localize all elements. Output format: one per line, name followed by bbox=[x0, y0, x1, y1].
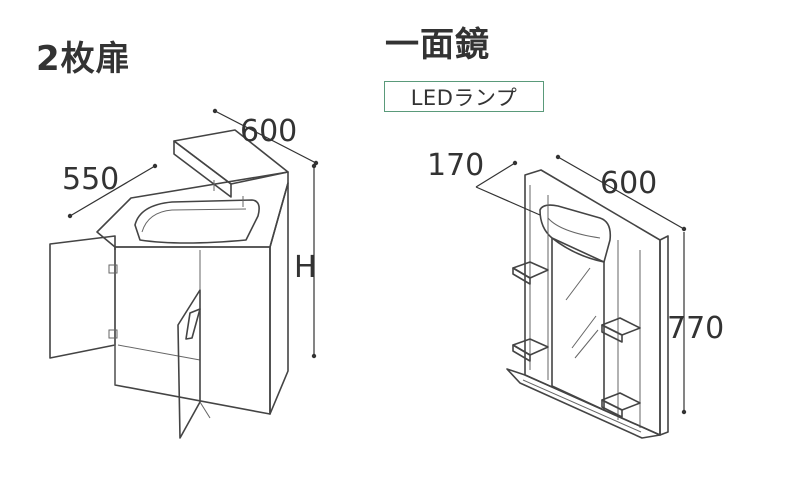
dim-dot bbox=[212, 108, 218, 114]
mirror-title: 一面鏡 bbox=[385, 25, 490, 65]
left-shelf-upper-front bbox=[512, 267, 531, 285]
dim-dot bbox=[311, 163, 317, 169]
dim-dot bbox=[67, 213, 73, 219]
bottom-tray-edge bbox=[522, 379, 642, 433]
sink-basin-inner bbox=[141, 208, 247, 233]
cabinet-front bbox=[114, 246, 271, 415]
hinge-bottom bbox=[108, 329, 118, 339]
dim-mirror-width: 600 bbox=[600, 166, 657, 201]
dim-mirror-height: 770 bbox=[667, 311, 724, 346]
door-handle bbox=[185, 308, 201, 340]
right-door bbox=[177, 289, 201, 439]
dim-mirror-depth: 170 bbox=[427, 148, 484, 183]
dim-dot bbox=[681, 226, 687, 232]
mirror-reflection bbox=[571, 315, 597, 349]
mirror-glass bbox=[551, 237, 605, 411]
dim-line-depth bbox=[69, 165, 156, 217]
sink-basin bbox=[134, 199, 260, 244]
hinge-top bbox=[108, 264, 118, 274]
dim-dot bbox=[555, 154, 561, 160]
right-door-edge bbox=[199, 401, 211, 419]
dim-dot bbox=[152, 163, 158, 169]
left-door bbox=[49, 235, 116, 359]
dim-line-width bbox=[214, 110, 317, 164]
led-lamp-lens bbox=[547, 217, 601, 239]
dim-dot bbox=[512, 160, 518, 166]
mirror-reflection bbox=[574, 329, 599, 359]
right-shelf-upper-front bbox=[601, 324, 623, 343]
left-shelf-lower-front bbox=[512, 344, 531, 362]
bottom-tray bbox=[506, 368, 661, 439]
dim-vanity-width: 600 bbox=[240, 114, 297, 149]
mirror-reflection bbox=[565, 267, 591, 301]
dim-vanity-height: H bbox=[294, 250, 317, 285]
right-shelf-lower bbox=[601, 392, 641, 411]
vanity-title: 2枚扉 bbox=[36, 39, 131, 79]
dim-line-mirror-width bbox=[557, 156, 685, 230]
right-shelf-upper bbox=[601, 317, 641, 336]
dim-dot bbox=[311, 353, 317, 359]
dim-leader-mirror-depth bbox=[475, 186, 541, 216]
dim-line-mirror-depth bbox=[475, 162, 516, 188]
cabinet-shelf bbox=[117, 344, 201, 361]
right-shelf-lower-front bbox=[601, 399, 623, 418]
led-lamp-badge: LEDランプ bbox=[384, 81, 544, 112]
backsplash-front bbox=[173, 140, 232, 198]
dim-dot bbox=[681, 409, 687, 415]
led-lamp bbox=[539, 204, 612, 263]
mirror-drawing: 170 600 770 bbox=[427, 148, 724, 439]
dim-vanity-depth: 550 bbox=[62, 162, 119, 197]
mirror-frame-side bbox=[659, 235, 669, 436]
vanity-drawing: 600 550 H bbox=[49, 108, 319, 439]
